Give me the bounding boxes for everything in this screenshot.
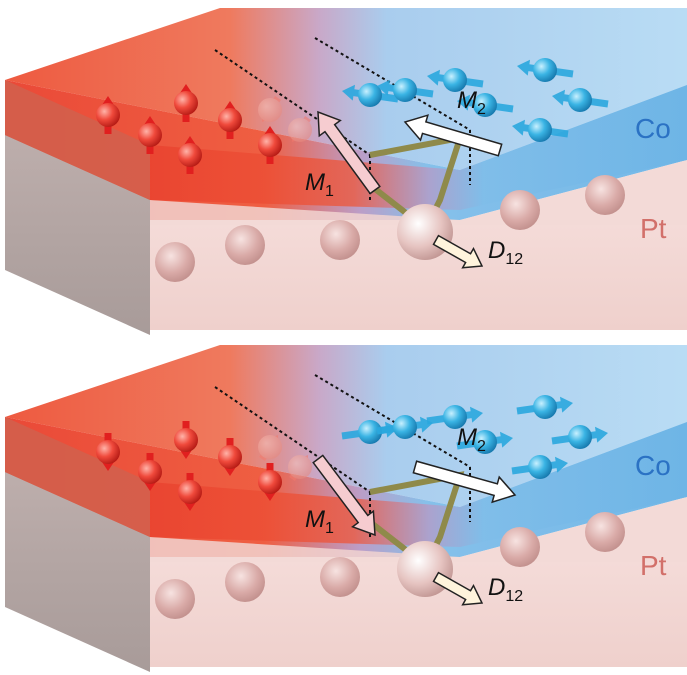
domain-wall-boundary-right — [314, 374, 471, 468]
co-layer-top-surface — [5, 345, 687, 507]
co-layer-side — [5, 417, 150, 537]
blue-spin — [427, 68, 484, 92]
blue-spin — [376, 415, 433, 439]
red-spin — [218, 438, 242, 476]
m1-vector-arrow — [312, 454, 376, 537]
m1-vector-arrow — [317, 110, 381, 195]
blue-spin — [511, 455, 568, 479]
red-spin — [174, 84, 198, 122]
red-spin — [174, 421, 198, 459]
m1-label: M1 — [305, 169, 334, 200]
m2-label: M2 — [457, 424, 486, 455]
d12-label: D12 — [488, 574, 523, 605]
red-spin — [218, 101, 242, 139]
m1-label: M1 — [305, 506, 334, 537]
red-spin — [138, 116, 162, 154]
blue-spin — [341, 420, 398, 444]
red-spin — [258, 126, 282, 164]
pt-layer-front — [150, 562, 687, 667]
co-layer-side — [5, 80, 150, 200]
blue-spin — [552, 88, 609, 112]
blue-spin — [551, 425, 608, 449]
red-spin — [138, 453, 162, 491]
tilted-spin — [258, 96, 282, 122]
d12-vector-arrow — [432, 234, 484, 269]
tilted-spin — [258, 435, 282, 461]
pt-atom — [500, 527, 540, 567]
blue-spin — [512, 118, 569, 142]
blue-spin — [426, 405, 483, 429]
m2-vector-arrow — [403, 114, 503, 157]
co-layer-face — [150, 422, 687, 547]
pt-atom — [585, 175, 625, 215]
pt-atom — [155, 579, 195, 619]
domain-wall-boundary-left — [214, 386, 371, 493]
pt-layer-label: Pt — [640, 213, 667, 244]
blue-spin — [517, 58, 574, 82]
blue-spin — [342, 83, 399, 107]
pt-layer-top — [150, 160, 687, 225]
blue-spin — [516, 395, 573, 419]
tilted-spin — [288, 455, 312, 481]
pt-heavy-atom — [397, 204, 453, 260]
domain-wall-boundary-right — [314, 37, 471, 131]
pt-heavy-atom — [397, 541, 453, 597]
blue-spin — [377, 78, 434, 102]
d12-label: D12 — [488, 237, 523, 268]
red-spin — [178, 136, 202, 174]
red-spin — [258, 463, 282, 501]
blue-spin — [457, 93, 514, 117]
red-spin — [178, 473, 202, 511]
pt-atom — [225, 562, 265, 602]
tilted-spin — [288, 116, 312, 142]
co-layer-label: Co — [635, 113, 671, 144]
pt-layer-side — [5, 472, 150, 672]
pt-atom — [320, 557, 360, 597]
pt-atom — [225, 225, 265, 265]
m2-label: M2 — [457, 87, 486, 118]
co-layer-label: Co — [635, 450, 671, 481]
pt-atom — [155, 242, 195, 282]
d12-vector-arrow — [432, 571, 484, 606]
pt-layer-top — [150, 497, 687, 562]
m2-vector-arrow — [412, 460, 517, 504]
red-spin — [96, 433, 120, 471]
pt-atom — [585, 512, 625, 552]
co-layer-face — [150, 85, 687, 210]
pt-layer-front — [150, 225, 687, 330]
blue-spin — [456, 430, 513, 454]
pt-layer-label: Pt — [640, 550, 667, 581]
pt-layer-side — [5, 135, 150, 335]
pt-atom — [320, 220, 360, 260]
pt-atom — [500, 190, 540, 230]
red-spin — [96, 96, 120, 134]
